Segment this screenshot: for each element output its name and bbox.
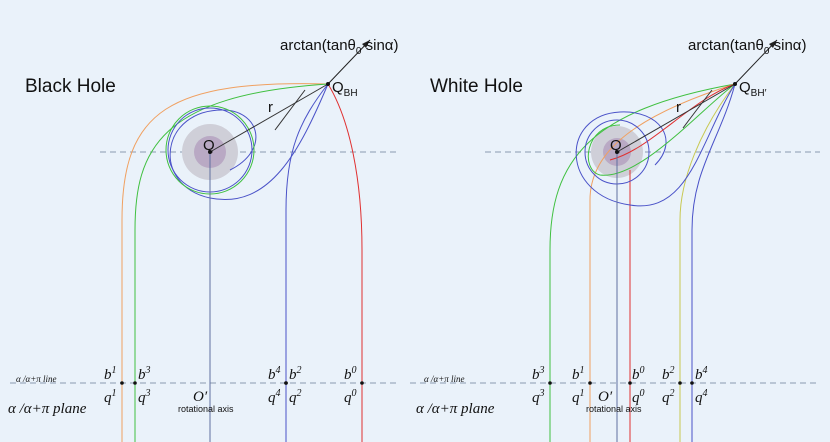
alpha-line-label: α /α+π line: [424, 374, 465, 384]
svg-text:q4: q4: [268, 388, 281, 406]
svg-text:b0: b0: [344, 365, 357, 383]
svg-text:b0: b0: [632, 365, 645, 383]
svg-text:b3: b3: [532, 365, 545, 383]
black-hole-panel: Black Hole Q r QBH arctan(tanθ0 sinα) α …: [8, 37, 400, 442]
radius-label: r: [268, 99, 273, 116]
black-hole-center-dot: [208, 150, 212, 154]
radius-label: r: [676, 99, 681, 116]
svg-text:b1: b1: [572, 365, 585, 383]
point-b2: b2 q2: [662, 365, 682, 406]
svg-text:q1: q1: [572, 388, 585, 406]
radius-line: [616, 83, 736, 153]
point-b4: b4 q4: [690, 365, 708, 406]
radius-line: [209, 83, 329, 153]
arrow-label: arctan(tanθ0 sinα): [280, 37, 398, 57]
point-b2: b2 q2: [284, 365, 302, 406]
svg-text:q4: q4: [695, 388, 708, 406]
white-hole-panel: White Hole Q r QBH′ arctan(tanθ0 sinα) α…: [410, 37, 820, 442]
rotational-axis-label: rotational axis: [586, 404, 642, 414]
alpha-plane-label: α /α+π plane: [8, 401, 87, 417]
svg-text:q2: q2: [289, 388, 302, 406]
white-hole-center-dot: [615, 150, 619, 154]
point-b3: b3 q3: [532, 365, 552, 406]
ray-blue-loop: [169, 83, 329, 200]
target-label: QBH′: [739, 79, 767, 99]
ray-blue-straight: [691, 83, 736, 442]
ray-red-loop: [609, 83, 736, 161]
ray-green: [134, 83, 329, 442]
ray-orange: [589, 83, 736, 442]
center-label: Q: [203, 137, 215, 154]
ray-blue-straight: [285, 83, 329, 442]
rotational-axis-label: rotational axis: [178, 404, 234, 414]
arrow-label: arctan(tanθ0 sinα): [688, 37, 806, 57]
direction-arrow-line: [734, 39, 778, 85]
svg-text:q0: q0: [632, 388, 645, 406]
ray-green-loop: [587, 83, 736, 176]
ray-green: [549, 83, 736, 442]
origin-label: O′: [598, 389, 613, 405]
ray-orange: [121, 83, 329, 442]
point-b0: b0 q0: [628, 365, 645, 406]
svg-text:q3: q3: [138, 388, 151, 406]
point-b3: b3 q3: [133, 365, 151, 406]
svg-text:b1: b1: [104, 365, 117, 383]
svg-text:b3: b3: [138, 365, 151, 383]
angle-arc: [682, 89, 713, 129]
point-b0: b0 q0: [344, 365, 364, 406]
svg-text:q2: q2: [662, 388, 675, 406]
direction-arrowhead: [769, 40, 777, 48]
point-b1: b1 q1: [104, 365, 124, 406]
direction-arrowhead: [362, 40, 370, 48]
svg-text:q3: q3: [532, 388, 545, 406]
svg-text:q0: q0: [344, 388, 357, 406]
ray-yellow: [679, 83, 736, 442]
target-point: [326, 82, 330, 86]
ray-blue-loop: [575, 83, 736, 207]
svg-text:b2: b2: [289, 365, 302, 383]
alpha-line-label: α /α+π line: [16, 374, 57, 384]
origin-label: O′: [193, 389, 208, 405]
angle-arc: [274, 89, 306, 131]
point-b1: b1 q1: [572, 365, 592, 406]
svg-text:b2: b2: [662, 365, 675, 383]
svg-text:q1: q1: [104, 388, 117, 406]
target-point: [733, 82, 737, 86]
ray-red: [327, 83, 363, 442]
target-label: QBH: [332, 79, 358, 99]
svg-text:b4: b4: [695, 365, 708, 383]
white-hole-title: White Hole: [430, 76, 523, 97]
alpha-plane-label: α /α+π plane: [416, 401, 495, 417]
center-label: Q: [610, 137, 622, 154]
direction-arrow-line: [327, 39, 371, 85]
black-hole-title: Black Hole: [25, 76, 116, 97]
svg-text:b4: b4: [268, 365, 281, 383]
